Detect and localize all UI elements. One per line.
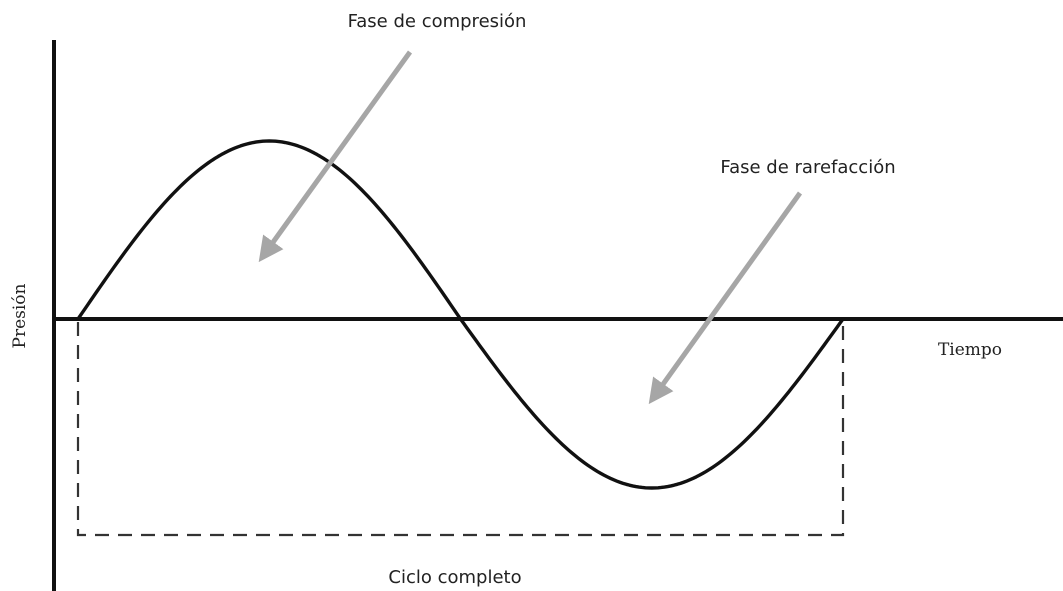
compression-arrow bbox=[258, 50, 413, 263]
compression-phase-label: Fase de compresión bbox=[348, 11, 527, 32]
rarefaction-arrow bbox=[648, 191, 803, 405]
full-cycle-label: Ciclo completo bbox=[388, 567, 521, 588]
full-cycle-bracket bbox=[76, 322, 845, 537]
pressure-wave bbox=[76, 139, 845, 490]
y-axis-label: Presión bbox=[10, 283, 30, 348]
x-axis-label: Tiempo bbox=[938, 340, 1002, 360]
rarefaction-phase-label: Fase de rarefacción bbox=[720, 157, 895, 178]
